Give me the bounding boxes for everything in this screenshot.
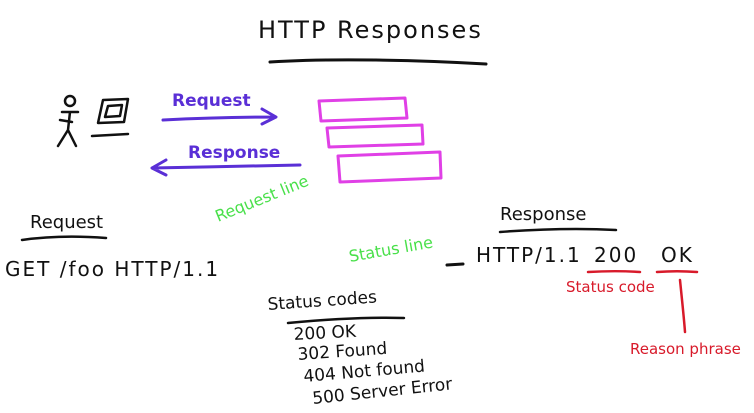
title-underline bbox=[268, 58, 488, 66]
response-http-version: HTTP/1.1 bbox=[476, 243, 582, 267]
request-heading-underline bbox=[20, 235, 108, 242]
request-line: GET /foo HTTP/1.1 bbox=[5, 257, 220, 281]
response-status-code: 200 bbox=[594, 243, 638, 267]
status-codes-underline bbox=[286, 316, 406, 325]
status-line-dash bbox=[445, 262, 465, 267]
diagram-title: HTTP Responses bbox=[258, 16, 483, 44]
reason-underline bbox=[655, 270, 699, 274]
response-arrow bbox=[150, 158, 302, 177]
status-code-underline bbox=[586, 270, 642, 274]
status-code-annotation: Status code bbox=[566, 278, 655, 296]
reason-pointer bbox=[678, 278, 687, 334]
status-codes-heading: Status codes bbox=[267, 287, 378, 315]
request-arrow-label: Request bbox=[172, 91, 251, 111]
request-line-annotation: Request line bbox=[212, 171, 311, 226]
user-figure-icon bbox=[56, 94, 80, 148]
server-document-icon bbox=[317, 96, 443, 184]
response-arrow-label: Response bbox=[188, 143, 280, 163]
status-line-annotation: Status line bbox=[347, 232, 434, 265]
request-heading: Request bbox=[30, 212, 103, 233]
reason-phrase-annotation: Reason phrase bbox=[630, 340, 741, 358]
computer-icon bbox=[90, 97, 130, 138]
status-code-item: 200 OK bbox=[293, 322, 357, 345]
request-arrow bbox=[161, 107, 278, 126]
response-reason: OK bbox=[661, 243, 694, 267]
response-heading: Response bbox=[500, 204, 586, 225]
response-heading-underline bbox=[498, 227, 618, 234]
